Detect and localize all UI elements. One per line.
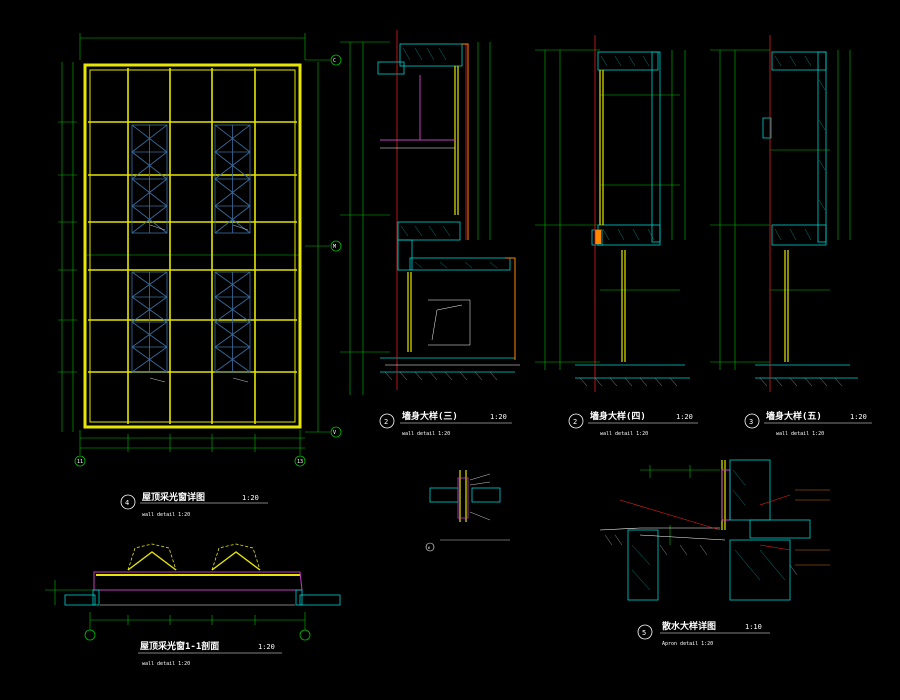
apron-number: 5 [642, 629, 646, 637]
section-a-number: 2 [384, 418, 388, 426]
cross-section-subtitle: wall detail 1:20 [142, 661, 190, 667]
apron-detail: 5 散水大样详图 1:10 Apron detail 1:20 [599, 459, 830, 647]
section-c-subtitle: wall detail 1:20 [776, 431, 824, 437]
section-b-subtitle: wall detail 1:20 [600, 431, 648, 437]
section-c-scale: 1:20 [850, 413, 867, 421]
wall-section-b: 2 墙身大样(四) 1:20 wall detail 1:20 [535, 35, 698, 437]
wall-section-a: 2 墙身大样(三) 1:20 wall detail 1:20 [340, 30, 520, 437]
section-c-number: 3 [749, 418, 753, 426]
section-c-title: 墙身大样(五) [766, 410, 822, 422]
section-b-title: 墙身大样(四) [590, 410, 646, 422]
joint-node-detail: 6 [425, 470, 510, 552]
cross-section-title: 屋顶采光窗1-1剖面 [140, 640, 219, 652]
plan-detail-number: 4 [125, 499, 129, 507]
plan-scale: 1:20 [242, 494, 259, 502]
skylight-cross-section: 屋顶采光窗1-1剖面 1:20 wall detail 1:20 [45, 543, 341, 667]
apron-scale: 1:10 [745, 623, 762, 631]
apron-subtitle: Apron detail 1:20 [662, 641, 713, 647]
plan-title: 屋顶采光窗详图 [142, 491, 205, 503]
section-a-scale: 1:20 [490, 413, 507, 421]
svg-text:13: 13 [297, 459, 303, 465]
cross-section-scale: 1:20 [258, 643, 275, 651]
skylight-plan-view: 11 13 C M V [58, 33, 342, 518]
plan-subtitle: wall detail 1:20 [142, 512, 190, 518]
section-b-scale: 1:20 [676, 413, 693, 421]
svg-text:11: 11 [77, 459, 83, 465]
svg-text:C: C [333, 58, 336, 64]
wall-section-c: 3 墙身大样(五) 1:20 wall detail 1:20 [710, 35, 872, 437]
apron-title: 散水大样详图 [662, 620, 716, 632]
section-a-subtitle: wall detail 1:20 [402, 431, 450, 437]
section-a-title: 墙身大样(三) [402, 410, 458, 422]
node-number: 6 [428, 546, 430, 550]
section-b-number: 2 [573, 418, 577, 426]
svg-text:M: M [333, 244, 336, 250]
svg-text:V: V [333, 430, 336, 436]
